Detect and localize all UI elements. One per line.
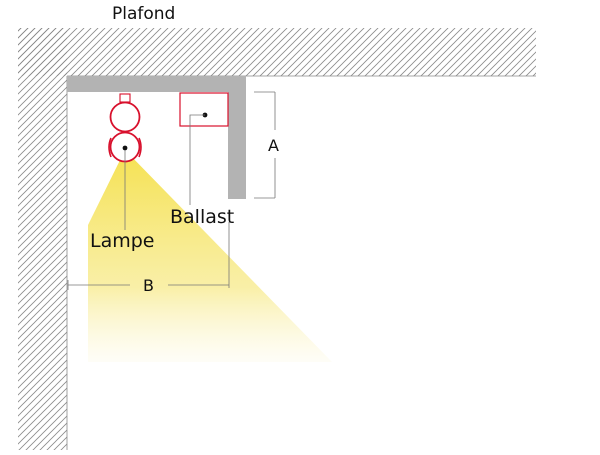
ballast-box xyxy=(179,92,229,127)
lamp-socket xyxy=(109,101,141,133)
wall-hatch xyxy=(18,28,67,450)
dimension-b xyxy=(67,222,230,290)
ceiling-hatch xyxy=(18,28,536,76)
ceiling-label: Plafond xyxy=(112,4,175,24)
dimension-b-label: B xyxy=(143,276,154,295)
lamp-clip-right xyxy=(138,137,142,158)
lamp-clip-left xyxy=(108,137,112,158)
dimension-a-label: A xyxy=(268,136,279,155)
lamp xyxy=(108,93,142,163)
lamp-dot xyxy=(122,145,128,151)
ballast-leader xyxy=(189,114,205,205)
lamp-holder xyxy=(119,93,131,103)
light-beam xyxy=(88,150,332,362)
lamp-label: Lampe xyxy=(90,230,155,252)
ballast-label: Ballast xyxy=(170,206,234,228)
cove-trim xyxy=(67,76,246,199)
dimension-a xyxy=(254,91,276,199)
